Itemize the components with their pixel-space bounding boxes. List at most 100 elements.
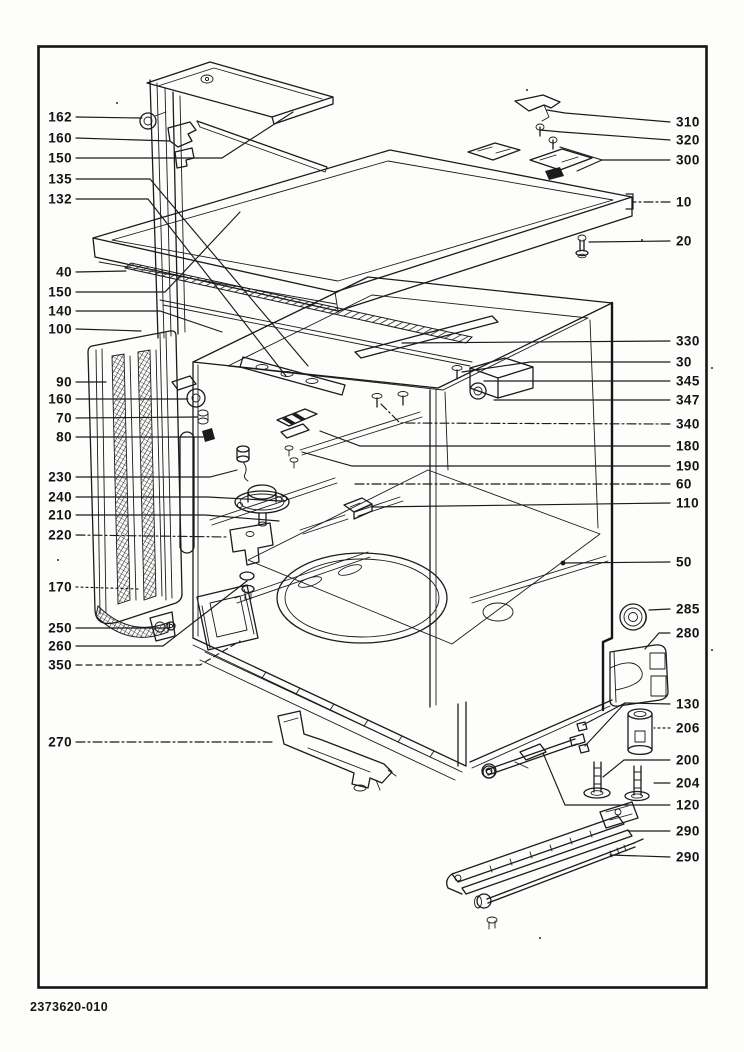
callout-label-204: 204 (676, 776, 700, 791)
callout-leader-110 (371, 502, 671, 508)
callout-label-150: 150 (48, 285, 72, 300)
callout-leader-140 (75, 310, 223, 333)
door-gasket-strip-part (111, 353, 131, 605)
hinge-roller-part (186, 388, 206, 408)
callout-290: 290 (627, 824, 700, 839)
callout-350: 350 (48, 640, 241, 673)
callout-120: 120 (542, 752, 700, 813)
callout-leader-70 (75, 416, 198, 419)
callout-label-60: 60 (676, 477, 692, 492)
adjuster-linkage-part (481, 721, 590, 779)
callout-label-290: 290 (676, 850, 700, 865)
callout-60: 60 (354, 477, 692, 492)
floor-support-part (277, 710, 397, 792)
callout-label-140: 140 (48, 304, 72, 319)
callout-label-160: 160 (48, 392, 72, 407)
callout-leader-130 (624, 702, 671, 705)
callout-230: 230 (48, 469, 238, 485)
callout-30: 30 (461, 355, 691, 373)
callout-leader-100 (75, 328, 142, 332)
callout-140: 140 (48, 304, 223, 333)
lock-nut-part (578, 743, 590, 754)
callout-label-120: 120 (676, 798, 700, 813)
callout-240: 240 (48, 490, 282, 505)
callout-204: 204 (653, 776, 700, 791)
callout-100: 100 (48, 322, 142, 337)
callout-340: 340 (380, 403, 699, 432)
callout-220: 220 (48, 528, 229, 543)
spacer-sleeve-part (627, 708, 653, 756)
callout-label-290: 290 (676, 824, 700, 839)
threaded-rod-part (474, 838, 644, 930)
callout-170: 170 (48, 580, 139, 595)
callout-210: 210 (48, 508, 280, 523)
top-clip-part (167, 121, 197, 148)
callout-label-320: 320 (676, 133, 700, 148)
callout-label-270: 270 (48, 735, 72, 750)
callout-leader-350 (75, 640, 241, 666)
callout-leader-50 (562, 561, 671, 564)
callout-150: 150 (48, 111, 294, 166)
callout-leader-220 (75, 534, 229, 538)
callout-345: 345 (483, 374, 700, 389)
callout-leader-190 (301, 451, 671, 467)
callout-label-260: 260 (48, 639, 72, 654)
callout-leader-20 (588, 240, 671, 243)
door-panel-part (87, 330, 215, 642)
callout-40: 40 (56, 265, 127, 280)
callout-70: 70 (56, 411, 198, 426)
callout-leader-300 (559, 146, 603, 161)
callout-250: 250 (48, 621, 171, 636)
callout-leader-200 (602, 759, 671, 778)
callout-label-190: 190 (676, 459, 700, 474)
callout-206: 206 (653, 721, 699, 736)
callout-label-40: 40 (56, 265, 72, 280)
callout-50: 50 (560, 555, 692, 570)
callout-label-135: 135 (48, 172, 72, 187)
callout-label-330: 330 (676, 334, 700, 349)
callout-layer: 1621601501351324015014010090160708023024… (48, 109, 700, 865)
callout-label-20: 20 (676, 234, 692, 249)
thermostat-part (234, 445, 290, 527)
door-gasket-strip-part (137, 349, 157, 601)
relay-box-part (469, 357, 534, 400)
callout-leader-130 (584, 702, 626, 747)
callout-leader-330 (401, 340, 671, 344)
callout-leader-285 (648, 608, 671, 611)
callout-leader-240 (75, 496, 282, 502)
callout-leader-150 (75, 111, 294, 159)
callout-leader-210 (75, 514, 280, 522)
callout-label-285: 285 (676, 602, 700, 617)
callout-label-180: 180 (676, 439, 700, 454)
capacitor-part (469, 382, 487, 400)
callout-label-132: 132 (48, 192, 72, 207)
callout-label-310: 310 (676, 115, 700, 130)
callout-label-220: 220 (48, 528, 72, 543)
callout-190: 190 (301, 451, 700, 474)
callout-162: 162 (48, 110, 143, 125)
deck-screws-part (371, 365, 463, 408)
callout-label-90: 90 (56, 375, 72, 390)
callout-label-150: 150 (48, 151, 72, 166)
callout-label-300: 300 (676, 153, 700, 168)
callout-347: 347 (493, 393, 700, 408)
callout-leader-40 (75, 270, 127, 273)
callout-320: 320 (539, 129, 700, 148)
callout-132: 132 (48, 192, 287, 377)
callout-label-347: 347 (676, 393, 700, 408)
callout-110: 110 (371, 496, 699, 511)
callout-label-50: 50 (676, 555, 692, 570)
callout-label-110: 110 (676, 496, 699, 511)
callout-80: 80 (56, 430, 204, 445)
callout-leader-180 (319, 430, 671, 447)
mounting-bracket-part (229, 522, 274, 566)
callout-label-345: 345 (676, 374, 700, 389)
callout-20: 20 (588, 234, 692, 249)
callout-leader-230 (75, 469, 238, 478)
base-skid-part (446, 801, 639, 895)
callout-200: 200 (602, 753, 699, 778)
callout-leader-320 (539, 129, 671, 141)
callout-label-10: 10 (676, 195, 692, 210)
callout-leader-135 (75, 178, 309, 367)
